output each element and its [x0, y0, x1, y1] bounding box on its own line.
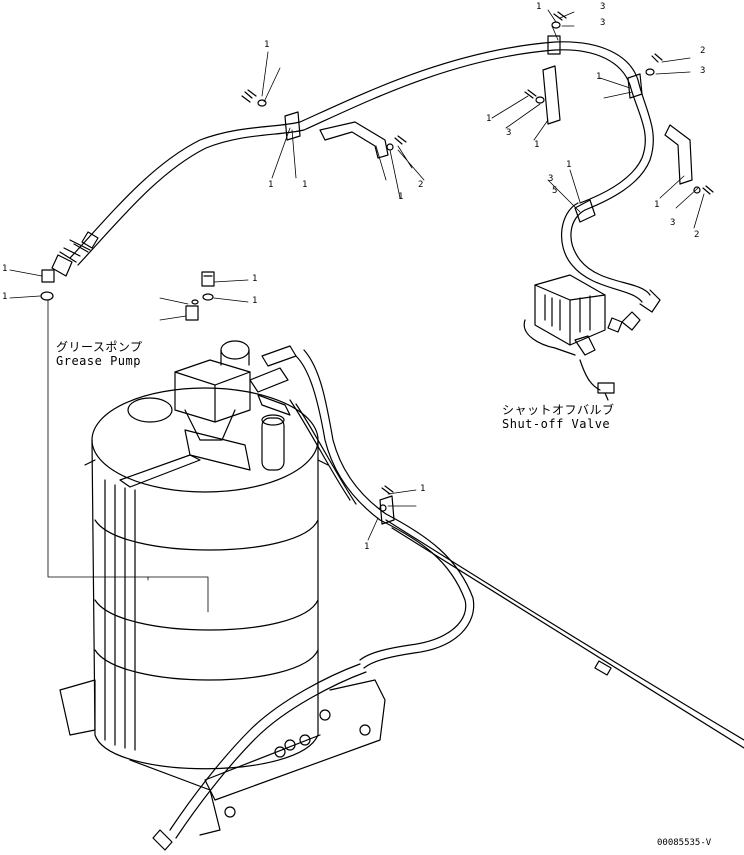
callout-number: 1 [252, 274, 258, 284]
delivery-hose [153, 350, 474, 850]
callout-number: 2 [694, 230, 700, 240]
pump-head [175, 341, 296, 470]
brackets [320, 66, 692, 524]
callout-number: 1 [252, 296, 258, 306]
long-pipe [386, 520, 744, 748]
leader-lines [10, 10, 704, 612]
callout-number: 1 [534, 140, 540, 150]
drum-base [60, 680, 385, 835]
callout-number: 1 [398, 192, 404, 202]
callout-number: 5 [552, 186, 558, 196]
callout-number: 1 [654, 200, 660, 210]
callout-number: 2 [700, 46, 706, 56]
overhead-hose [52, 42, 653, 276]
callout-number: 1 [486, 114, 492, 124]
callout-number: 3 [700, 66, 706, 76]
callout-number: 2 [418, 180, 424, 190]
callout-number: 1 [536, 2, 542, 12]
bolts-washers [41, 12, 713, 511]
callout-number: 1 [268, 180, 274, 190]
callout-number: 3 [670, 218, 676, 228]
grease-pump-label-jp: グリースポンプ [56, 340, 143, 354]
callout-number: 1 [596, 72, 602, 82]
shutoff-valve-label-en: Shut-off Valve [502, 417, 611, 431]
figure-code: 00085535-V [657, 838, 712, 848]
callout-number: 3 [600, 2, 606, 12]
grease-drum [85, 388, 328, 769]
callout-number: 1 [2, 264, 8, 274]
shutoff-valve [524, 275, 614, 400]
callout-number: 3 [600, 18, 606, 28]
callout-number: 1 [2, 292, 8, 302]
callout-number: 3 [548, 174, 554, 184]
callout-number: 1 [302, 180, 308, 190]
callout-number: 3 [506, 128, 512, 138]
callout-number: 1 [264, 40, 270, 50]
grease-pump-label-en: Grease Pump [56, 354, 141, 368]
callout-number: 1 [420, 484, 426, 494]
callout-number: 1 [566, 160, 572, 170]
callout-number: 1 [364, 542, 370, 552]
shutoff-valve-label-jp: シャットオフバルブ [502, 403, 615, 417]
valve-feed-hose [562, 203, 660, 332]
hose-clamps [285, 36, 642, 222]
